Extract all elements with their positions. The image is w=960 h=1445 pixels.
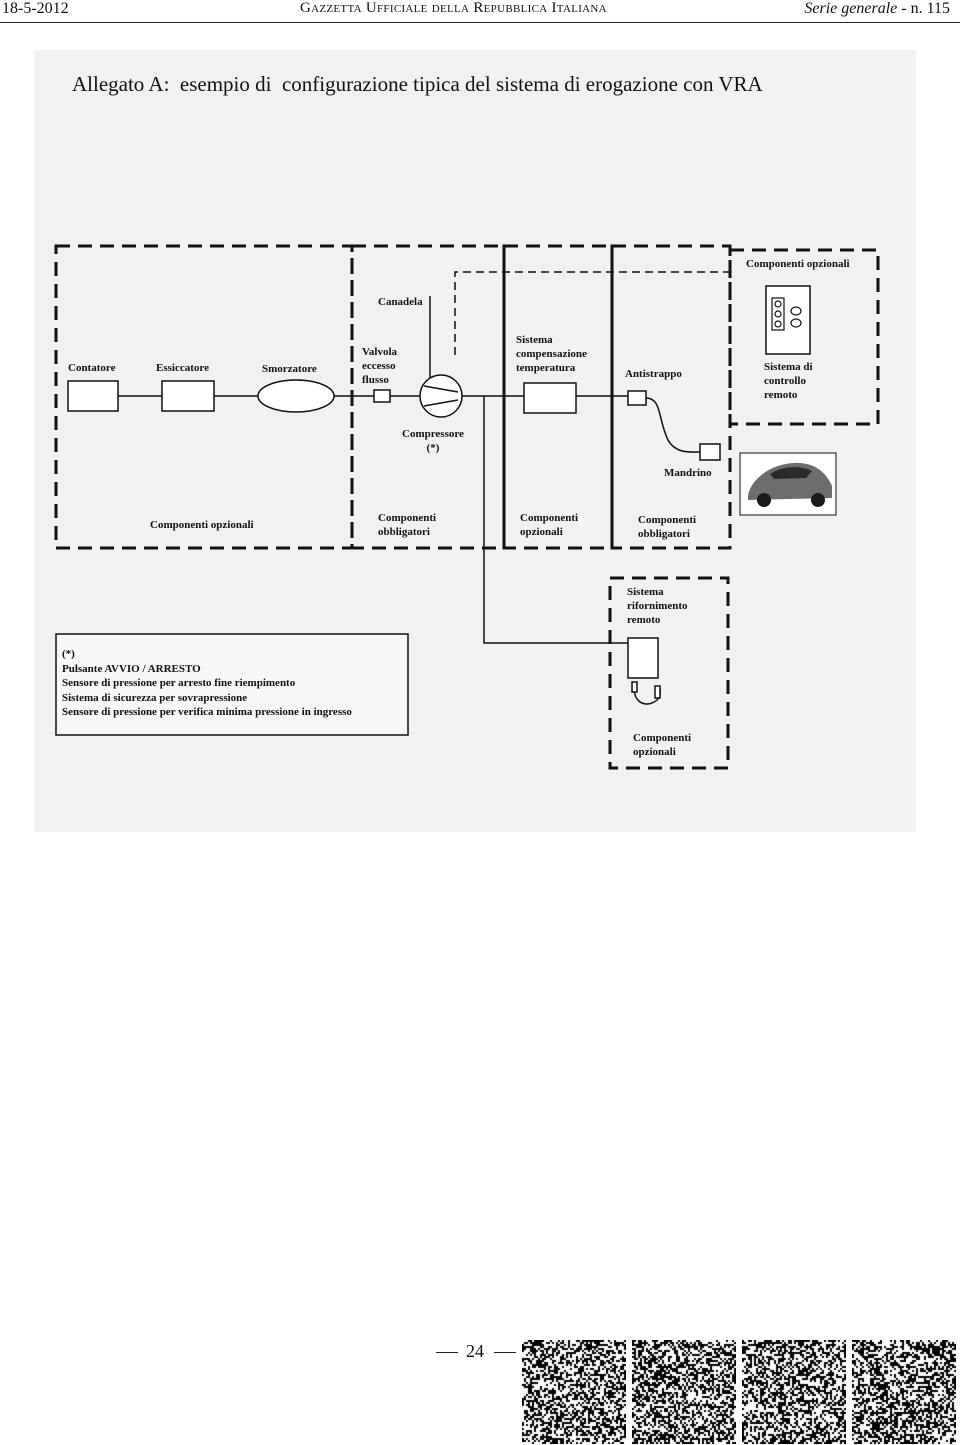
note-line: Pulsante AVVIO / ARRESTO (62, 662, 201, 675)
label-componenti-obbligatori-1: Componenti obbligatori (378, 512, 437, 538)
note-line: Sensore di pressione per arresto fine ri… (62, 677, 296, 689)
figure-title: Allegato A: esempio di configurazione ti… (72, 72, 763, 96)
qr-code (632, 1340, 736, 1444)
note-line: Sistema di sicurezza per sovrapressione (62, 691, 248, 704)
note-line: Sensore di pressione per verifica minima… (62, 706, 352, 718)
header-issue: - n. 115 (901, 0, 950, 17)
notes-text: (*) Pulsante AVVIO / ARRESTO Sensore di … (62, 647, 352, 720)
valve-box (373, 389, 391, 403)
hose-line (645, 397, 701, 453)
label-contatore: Contatore (68, 362, 116, 374)
label-sistema-controllo: Sistema di controllo remoto (764, 361, 813, 401)
car-window (770, 467, 812, 479)
compressor-lines (423, 385, 459, 407)
footer-dash-right (494, 1352, 516, 1353)
label-compressore: Compressore (*) (402, 428, 464, 454)
essiccatore-box (161, 380, 215, 412)
compressor-circle (419, 374, 463, 418)
smorzatore-ellipse (257, 379, 335, 413)
control-dot-3 (774, 320, 782, 328)
antistrappo-box (627, 390, 647, 406)
qr-code (522, 1340, 626, 1444)
compressor-symbol (423, 385, 459, 407)
car-wheel-front (757, 493, 771, 507)
mandrino-box (699, 443, 721, 461)
diagram-lines (118, 271, 736, 705)
remote-nozzle-left (631, 681, 638, 693)
control-dot-1 (774, 300, 782, 308)
label-mandrino: Mandrino (664, 467, 712, 479)
car-body (748, 462, 832, 500)
remote-refuel-device (627, 637, 659, 679)
label-componenti-opzionali-3: Componenti opzionali (633, 732, 692, 758)
remote-control-buttons (771, 297, 802, 331)
temperature-box (523, 382, 577, 414)
dashed-groups (54, 244, 880, 770)
footer-dash-left (436, 1352, 458, 1353)
page-header: 18-5-2012 Gazzetta Ufficiale della Repub… (0, 0, 960, 26)
label-componenti-opzionali-top: Componenti opzionali (746, 258, 850, 270)
contatore-box (67, 380, 119, 412)
qr-code (742, 1340, 846, 1444)
control-link-line (454, 271, 736, 355)
group-optional-2 (502, 244, 614, 550)
control-button-2 (790, 318, 802, 328)
label-valvola: Valvola eccesso flusso (362, 346, 398, 386)
car-wheel-rear (811, 493, 825, 507)
header-series-name: Serie generale (804, 0, 898, 17)
remote-nozzle-right (654, 685, 661, 699)
remote-control-device (765, 285, 811, 355)
label-sistema-rifornimento: Sistema rifornimento remoto (627, 586, 688, 626)
page-number: 24 (466, 1341, 484, 1361)
group-optional-remote (728, 248, 880, 426)
notes-box (55, 633, 409, 736)
remote-line (483, 396, 628, 644)
label-smorzatore: Smorzatore (262, 363, 317, 375)
car-photo (739, 452, 837, 516)
diagram-components (67, 285, 811, 699)
label-componenti-opzionali-2: Componenti opzionali (520, 512, 579, 538)
header-date: 18-5-2012 (2, 0, 69, 17)
label-sistema-compensazione: Sistema compensazione temperatura (516, 334, 587, 374)
header-publication: Gazzetta Ufficiale della Repubblica Ital… (300, 0, 607, 16)
label-componenti-obbligatori-2: Componenti obbligatori (638, 514, 697, 540)
note-line: (*) (62, 648, 75, 660)
label-antistrappo: Antistrappo (625, 368, 682, 380)
group-mandatory-1 (350, 244, 506, 550)
label-canadela: Canadela (378, 296, 423, 308)
control-button-1 (790, 306, 802, 316)
header-series: Serie generale - n. 115 (804, 0, 950, 18)
control-dot-2 (774, 310, 782, 318)
qr-code (852, 1340, 956, 1444)
header-rule (0, 22, 960, 23)
label-componenti-opzionali-1: Componenti opzionali (150, 519, 254, 531)
label-essiccatore: Essiccatore (156, 362, 209, 374)
